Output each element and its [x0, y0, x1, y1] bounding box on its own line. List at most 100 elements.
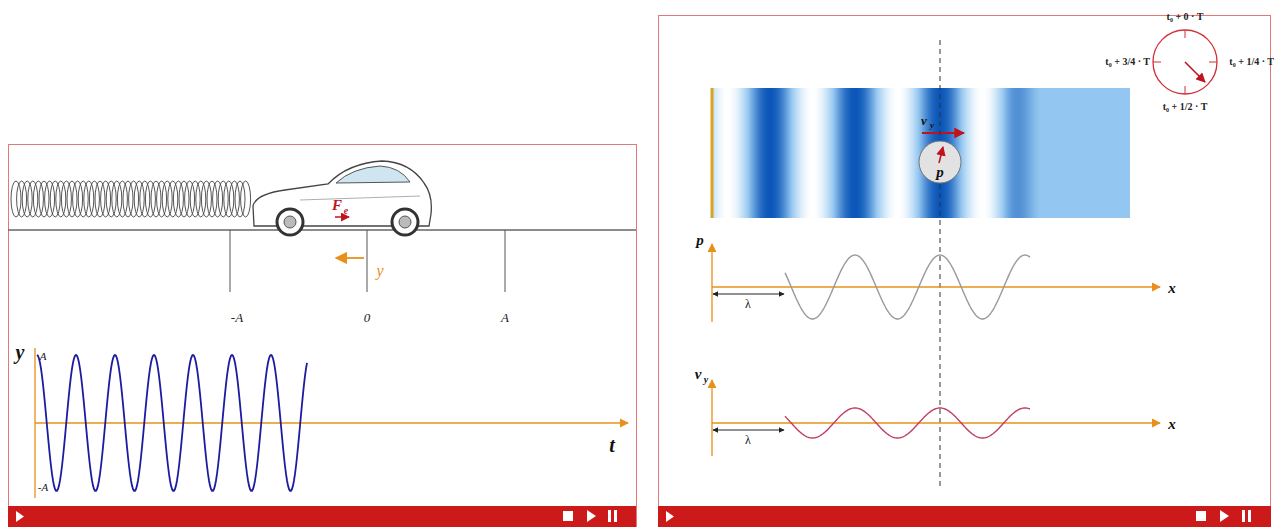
coil-winding [50, 181, 60, 217]
axis-label: p [696, 233, 704, 248]
tick-label: A [501, 311, 509, 324]
clock-face [1153, 30, 1217, 94]
clock-tick [1185, 86, 1186, 94]
velocity-curve [785, 408, 1030, 438]
pause-icon [608, 510, 611, 522]
coil-winding [123, 181, 133, 217]
force-label: F [332, 198, 342, 213]
car-window [336, 166, 410, 183]
play-icon [1220, 510, 1229, 522]
car-wheel [392, 209, 418, 235]
stop-icon [563, 511, 573, 521]
coil-winding [190, 181, 200, 217]
axis-label: y [376, 263, 383, 279]
coil-winding [168, 181, 178, 217]
car-hub [284, 216, 296, 228]
oscillation-curve [37, 355, 307, 491]
coil-winding [84, 181, 94, 217]
coil-winding [185, 181, 195, 217]
wavelength-arrow [713, 430, 784, 431]
coil-winding [196, 181, 206, 217]
coil-winding [145, 181, 155, 217]
coil-winding [112, 181, 122, 217]
x-axis [712, 286, 1160, 287]
clock-label: t₀ + 1/4 · T [1229, 57, 1274, 67]
coil-winding [78, 181, 88, 217]
coil-winding [162, 181, 172, 217]
coil-winding [173, 181, 183, 217]
coil-winding [106, 181, 116, 217]
clock-label: t₀ + 3/4 · T [1105, 57, 1150, 67]
clock-tick [1209, 62, 1217, 63]
particle-outline [919, 141, 961, 183]
coil-winding [134, 181, 144, 217]
coil-winding [140, 181, 150, 217]
clock-label: t₀ + 1/2 · T [1163, 102, 1208, 112]
coil-winding [129, 181, 139, 217]
coil-winding [229, 181, 239, 217]
play-icon [666, 511, 674, 522]
coil-winding [157, 181, 167, 217]
control-bar [8, 506, 636, 527]
particle-label: p [936, 165, 944, 180]
velocity-subscript: y [930, 121, 934, 130]
play-icon [587, 510, 596, 522]
force-arrow [335, 216, 349, 218]
coil-winding [17, 181, 27, 217]
clock [1153, 30, 1217, 94]
coil-winding [22, 181, 32, 217]
force-subscript: e [344, 206, 348, 216]
clock-hand [1185, 62, 1205, 82]
axis-subscript: y [704, 375, 708, 385]
panel-frame [659, 16, 1271, 527]
wavelength-label: λ [745, 298, 751, 310]
play-icon [16, 511, 24, 522]
coil-winding [67, 181, 77, 217]
particle-circle: p [918, 140, 962, 184]
x-axis [712, 422, 1160, 423]
coil-winding [224, 181, 234, 217]
probe-line [940, 40, 941, 488]
sound-tube [712, 88, 1130, 218]
p-axis [711, 244, 712, 322]
coil-winding [117, 181, 127, 217]
coil-winding [11, 181, 21, 217]
coil-winding [28, 181, 38, 217]
pause-icon [614, 510, 617, 522]
coil-winding [45, 181, 55, 217]
velocity-label: v [921, 114, 927, 127]
coil-winding [218, 181, 228, 217]
clock-tick [1185, 30, 1186, 38]
coil-winding [213, 181, 223, 217]
displacement-arrow [336, 257, 364, 259]
car-line [300, 196, 420, 200]
coil-winding [151, 181, 161, 217]
axis-label: x [1168, 417, 1176, 432]
spring-coil [11, 181, 251, 217]
velocity-arrow [922, 132, 964, 134]
coil-winding [33, 181, 43, 217]
clock-tick [1153, 62, 1161, 63]
coil-winding [201, 181, 211, 217]
car-hub [399, 216, 411, 228]
tick [505, 230, 506, 292]
tick-label: 0 [364, 311, 371, 324]
coil-winding [39, 181, 49, 217]
pause-icon [1242, 510, 1245, 522]
control-bar [658, 506, 1271, 527]
wavelength-label: λ [745, 434, 751, 446]
amplitude-label: -A [38, 482, 48, 493]
tube-end [711, 88, 714, 218]
panel-frame [9, 145, 637, 527]
clock-label: t₀ + 0 · T [1167, 12, 1204, 22]
car-wheel [277, 209, 303, 235]
pause-icon [1248, 510, 1251, 522]
coil-winding [241, 181, 251, 217]
coil-winding [89, 181, 99, 217]
coil-winding [101, 181, 111, 217]
coil-winding [179, 181, 189, 217]
amplitude-label: A [40, 351, 47, 362]
vy-axis [711, 380, 712, 456]
wavelength-arrow [713, 294, 784, 295]
